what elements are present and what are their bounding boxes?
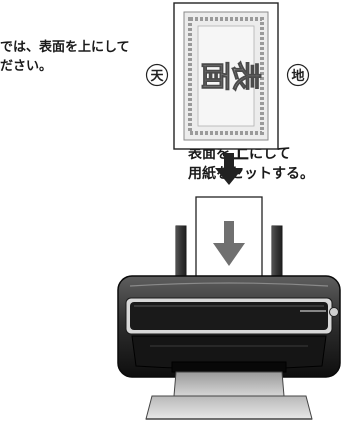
orientation-bottom-label: 地: [291, 68, 304, 84]
loaded-paper-arrow-icon: [213, 221, 245, 266]
paper-label-line1: 表: [227, 61, 262, 91]
power-button-icon: [329, 307, 339, 317]
instruction-line-1-pre: 表面を: [188, 146, 230, 162]
note-line-2: ださい。: [0, 59, 53, 74]
loaded-paper: [195, 196, 263, 278]
instruction-line-1-post: にして: [249, 146, 291, 162]
down-arrow-icon: [215, 153, 243, 185]
note-line-1: では、表面を上にして: [0, 40, 130, 55]
printer: [117, 275, 341, 378]
orientation-bottom-mark: 地: [286, 63, 310, 87]
note-text: では、表面を上にして ださい。: [0, 38, 130, 76]
paper-sheet: 表 面: [173, 2, 279, 150]
paper-label-line2: 面: [197, 61, 232, 91]
orientation-top-mark: 天: [145, 63, 169, 87]
orientation-top-label: 天: [150, 69, 164, 84]
output-tray: [145, 371, 313, 420]
